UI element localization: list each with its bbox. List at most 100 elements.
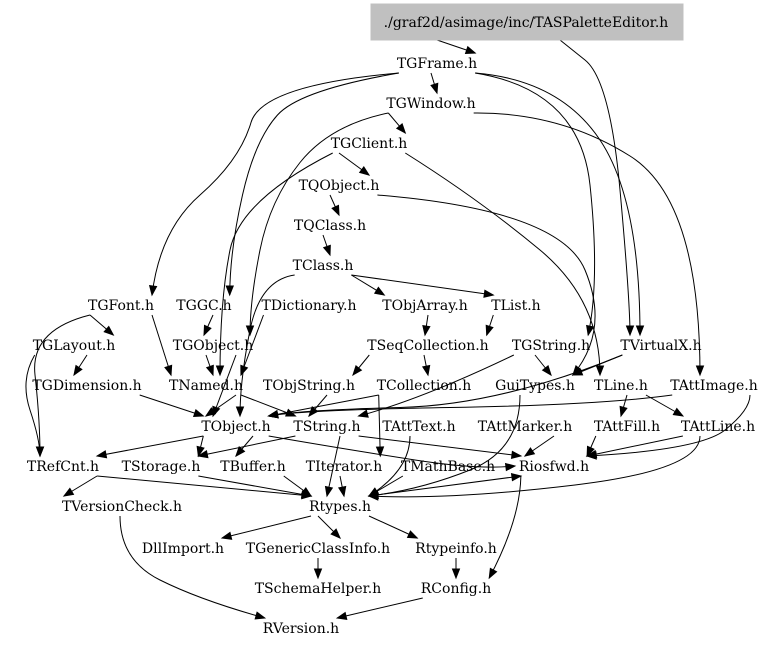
node-tggc-h[interactable]: TGGC.h xyxy=(176,298,231,314)
edge-TGClienth-to-TQObjecth xyxy=(338,152,371,176)
arrowhead xyxy=(357,409,369,418)
arrowhead xyxy=(205,364,214,377)
node-label: TCollection.h xyxy=(377,378,472,394)
arrowhead xyxy=(240,364,249,377)
arrowhead xyxy=(541,364,552,377)
node-label: GuiTypes.h xyxy=(495,378,575,394)
arrowhead xyxy=(523,447,536,457)
node-tstring-h[interactable]: TString.h xyxy=(293,419,360,435)
node-tgdimension-h[interactable]: TGDimension.h xyxy=(32,378,141,394)
edge-Rtypesh-to-TGenericClassInfoh xyxy=(317,515,341,539)
node-tgfont-h[interactable]: TGFont.h xyxy=(88,298,154,314)
edge-TClassh-to-TObjecth xyxy=(235,274,295,418)
node-titerator-h[interactable]: TIterator.h xyxy=(306,459,383,475)
node-tobjstring-h[interactable]: TObjString.h xyxy=(263,378,355,394)
node-tgframe-h[interactable]: TGFrame.h xyxy=(397,56,477,72)
node-tmathbase-h[interactable]: TMathBase.h xyxy=(401,459,495,475)
node-tqclass-h[interactable]: TQClass.h xyxy=(294,218,366,234)
edge-TGFrameh-to-TGWindowh xyxy=(430,72,439,95)
edge-TGLayouth-to-TGDimensionh xyxy=(73,354,88,377)
node-tobjarray-h[interactable]: TObjArray.h xyxy=(382,298,467,314)
arrowhead xyxy=(635,325,645,337)
edge-TStringh-to-Riosfwdh xyxy=(358,435,523,460)
edge-TGFrameh-to-TGGCh xyxy=(225,72,399,297)
node-tdictionary-h[interactable]: TDictionary.h xyxy=(262,298,357,314)
edge-Riosfwdh-to-RConfigh xyxy=(488,475,522,580)
node-rconfig-h[interactable]: RConfig.h xyxy=(421,581,491,597)
node-tattimage-h[interactable]: TAttImage.h xyxy=(670,378,758,394)
edge-TAttLineh-to-Riosfwdh xyxy=(585,435,683,459)
node-tbuffer-h[interactable]: TBuffer.h xyxy=(220,459,286,475)
edge-TAttImageh-to-TObjecth xyxy=(267,394,673,419)
node-guitypes-h[interactable]: GuiTypes.h xyxy=(495,378,575,394)
node-tseqcollection-h[interactable]: TSeqCollection.h xyxy=(367,338,488,354)
edge-line xyxy=(377,194,596,376)
node-tlist-h[interactable]: TList.h xyxy=(491,298,540,314)
node-rtypeinfo-h[interactable]: Rtypeinfo.h xyxy=(415,541,497,557)
node-tobject-h[interactable]: TObject.h xyxy=(201,419,270,435)
node-tcollection-h[interactable]: TCollection.h xyxy=(377,378,472,394)
node-tgobject-h[interactable]: TGObject.h xyxy=(173,338,254,354)
arrowhead xyxy=(148,285,158,297)
edge-line xyxy=(229,72,399,296)
node-tnamed-h[interactable]: TNamed.h xyxy=(169,378,243,394)
node-tattfill-h[interactable]: TAttFill.h xyxy=(594,419,660,435)
arrowhead xyxy=(215,365,225,377)
edge-line xyxy=(151,72,399,296)
arrowhead xyxy=(235,446,246,458)
arrowhead xyxy=(192,409,205,418)
edge-line xyxy=(268,435,515,468)
node-tline-h[interactable]: TLine.h xyxy=(594,378,648,394)
node-label: TGGC.h xyxy=(176,298,231,314)
node-rtypes-h[interactable]: Rtypes.h xyxy=(309,499,371,515)
node-trefcnt-h[interactable]: TRefCnt.h xyxy=(27,459,99,475)
node-tgstring-h[interactable]: TGString.h xyxy=(512,338,590,354)
edge-TClassh-to-TListh xyxy=(351,274,495,298)
edge-line xyxy=(587,394,751,457)
edge-graf2dasimageincTASPaletteEditorh-to-TVirtualXh xyxy=(559,39,635,337)
node-label: TObjArray.h xyxy=(382,298,467,314)
arrowhead xyxy=(352,364,363,377)
edge-TSeqCollectionh-to-TObjStringh xyxy=(352,354,370,377)
node-label: TList.h xyxy=(491,298,540,314)
node-tclass-h[interactable]: TClass.h xyxy=(293,258,354,274)
node-tschemahelper-h[interactable]: TSchemaHelper.h xyxy=(255,581,382,597)
node-tqobject-h[interactable]: TQObject.h xyxy=(299,178,380,194)
node-tattmarker-h[interactable]: TAttMarker.h xyxy=(478,419,572,435)
node-dllimport-h[interactable]: DllImport.h xyxy=(142,541,224,557)
node-tversioncheck-h[interactable]: TVersionCheck.h xyxy=(62,499,182,515)
node-tgclient-h[interactable]: TGClient.h xyxy=(331,136,408,152)
edge-line xyxy=(326,435,341,497)
edge-line xyxy=(219,152,333,376)
node-tvirtualx-h[interactable]: TVirtualX.h xyxy=(620,338,701,354)
arrowhead xyxy=(483,289,495,298)
node-tatttext-h[interactable]: TAttText.h xyxy=(382,419,455,435)
node-tstorage-h[interactable]: TStorage.h xyxy=(122,459,201,475)
edge-TObjecth-to-Riosfwdh xyxy=(268,435,517,472)
node-graf2d-asimage-inc-taspaletteeditor-h[interactable]: ./graf2d/asimage/inc/TASPaletteEditor.h xyxy=(370,3,684,41)
arrowhead xyxy=(375,446,385,458)
edge-line xyxy=(239,274,295,417)
edge-TGDimensionh-to-TObjecth xyxy=(139,394,205,418)
node-tgenericclassinfo-h[interactable]: TGenericClassInfo.h xyxy=(246,541,390,557)
node-label: TDictionary.h xyxy=(262,298,357,314)
arrowhead xyxy=(464,45,477,54)
node-tglayout-h[interactable]: TGLayout.h xyxy=(33,338,116,354)
node-tgwindow-h[interactable]: TGWindow.h xyxy=(386,96,475,112)
node-label: RVersion.h xyxy=(263,621,339,637)
edge-TGClienth-to-TLineh xyxy=(405,152,605,377)
arrowhead xyxy=(504,462,517,472)
arrowhead xyxy=(672,407,685,417)
edge-TQObjecth-to-TQClassh xyxy=(329,194,340,217)
node-riosfwd-h[interactable]: Riosfwd.h xyxy=(519,459,589,475)
edge-TListh-to-TSeqCollectionh xyxy=(485,314,494,337)
edge-TAttMarkerh-to-Riosfwdh xyxy=(523,435,555,457)
arrowhead xyxy=(510,473,523,482)
node-tattline-h[interactable]: TAttLine.h xyxy=(681,419,755,435)
edge-TRefCnth-to-TVersionCheckh xyxy=(62,475,98,497)
edge-line xyxy=(119,515,265,619)
arrowhead xyxy=(595,365,605,377)
node-rversion-h[interactable]: RVersion.h xyxy=(263,621,339,637)
edge-TObjArrayh-to-TSeqCollectionh xyxy=(422,314,431,337)
